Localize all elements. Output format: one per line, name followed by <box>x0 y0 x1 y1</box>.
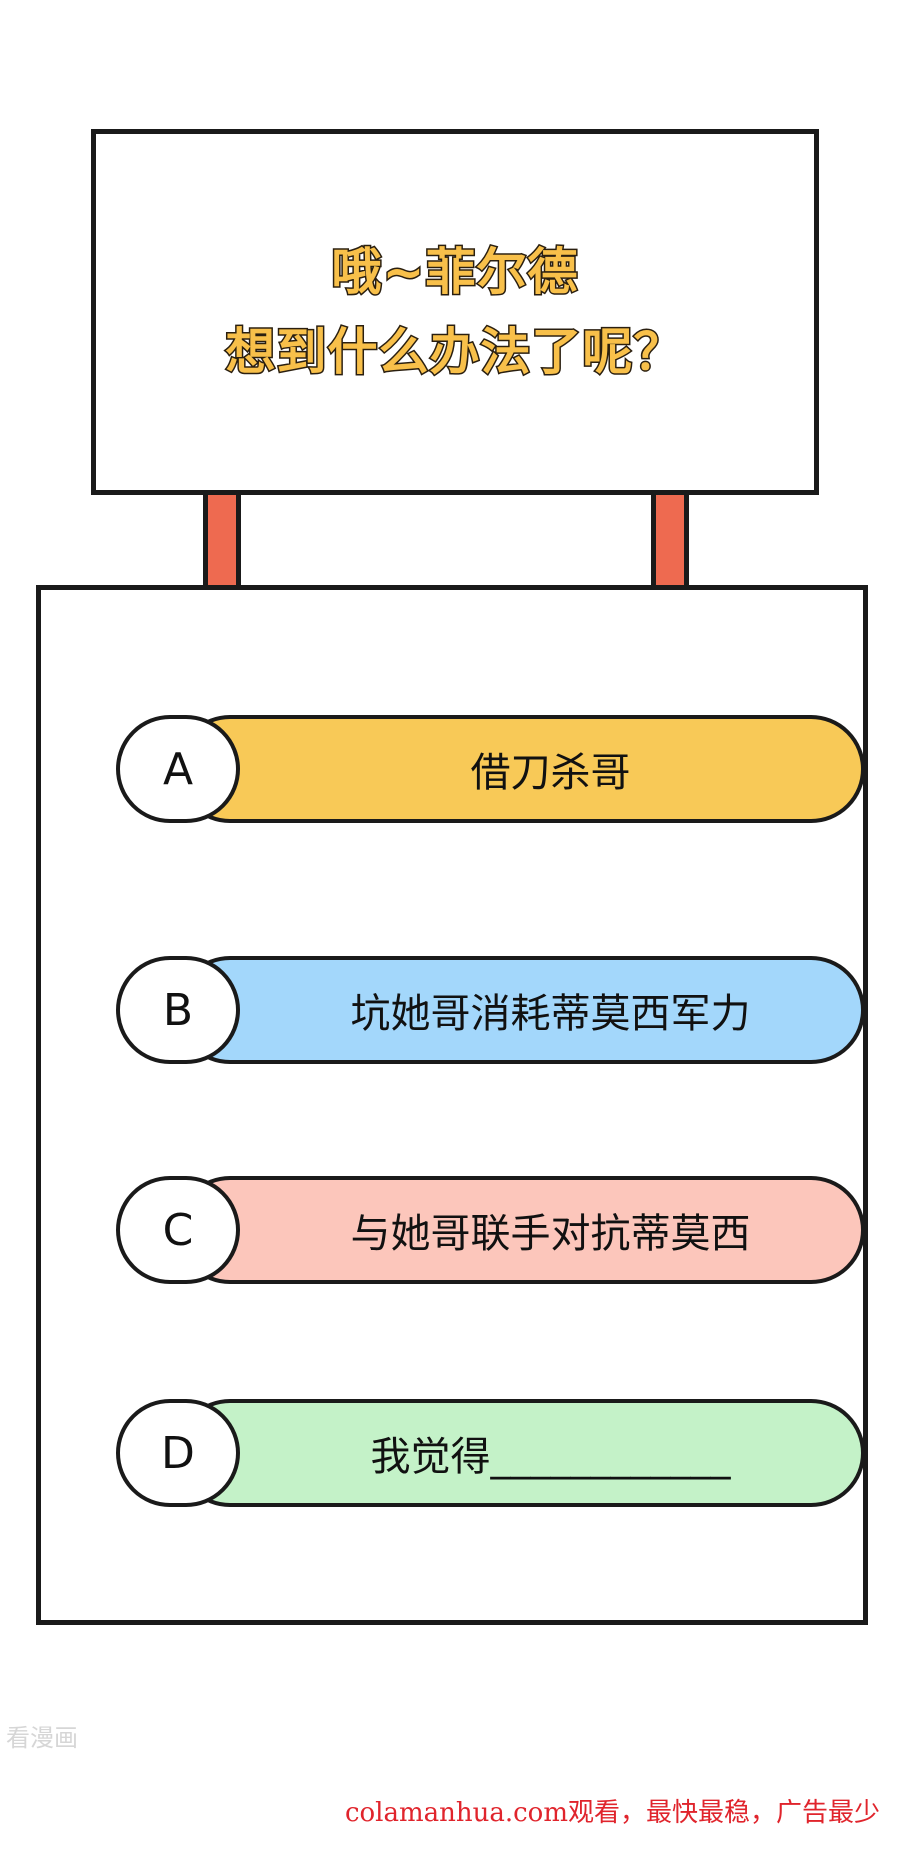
option-a-text: 借刀杀哥 <box>470 750 631 796</box>
option-d-letter: D <box>161 1427 195 1479</box>
option-b-letter: B <box>162 984 194 1036</box>
option-c-badge: C <box>116 1176 240 1284</box>
option-d[interactable]: 我觉得____________ D <box>116 1399 865 1507</box>
footer-ad-text[interactable]: colamanhua.com观看，最快最稳，广告最少 <box>344 1798 880 1828</box>
sign-post-right <box>651 495 689 587</box>
option-c-pill[interactable]: 与她哥联手对抗蒂莫西 <box>176 1176 865 1284</box>
option-b[interactable]: 坑她哥消耗蒂莫西军力 B <box>116 956 865 1064</box>
option-a-letter: A <box>162 743 194 795</box>
options-board: 借刀杀哥 A 坑她哥消耗蒂莫西军力 B 与她哥联手对抗蒂莫西 C 我觉得____… <box>36 585 868 1625</box>
option-a-pill[interactable]: 借刀杀哥 <box>176 715 865 823</box>
option-d-badge: D <box>116 1399 240 1507</box>
option-b-text: 坑她哥消耗蒂莫西军力 <box>350 991 751 1037</box>
option-b-badge: B <box>116 956 240 1064</box>
watermark-text: 看漫画 <box>6 1724 78 1752</box>
question-sign: 哦~菲尔德 想到什么办法了呢？ <box>91 129 819 495</box>
option-b-pill[interactable]: 坑她哥消耗蒂莫西军力 <box>176 956 865 1064</box>
option-a[interactable]: 借刀杀哥 A <box>116 715 865 823</box>
option-a-badge: A <box>116 715 240 823</box>
option-c[interactable]: 与她哥联手对抗蒂莫西 C <box>116 1176 865 1284</box>
option-c-text: 与她哥联手对抗蒂莫西 <box>350 1211 751 1257</box>
option-d-pill[interactable]: 我觉得____________ <box>176 1399 865 1507</box>
option-c-letter: C <box>162 1204 194 1256</box>
question-title-line-1: 哦~菲尔德 <box>330 242 579 303</box>
option-d-text: 我觉得____________ <box>370 1434 731 1480</box>
question-title-line-2: 想到什么办法了呢？ <box>224 322 685 383</box>
sign-post-left <box>203 495 241 587</box>
